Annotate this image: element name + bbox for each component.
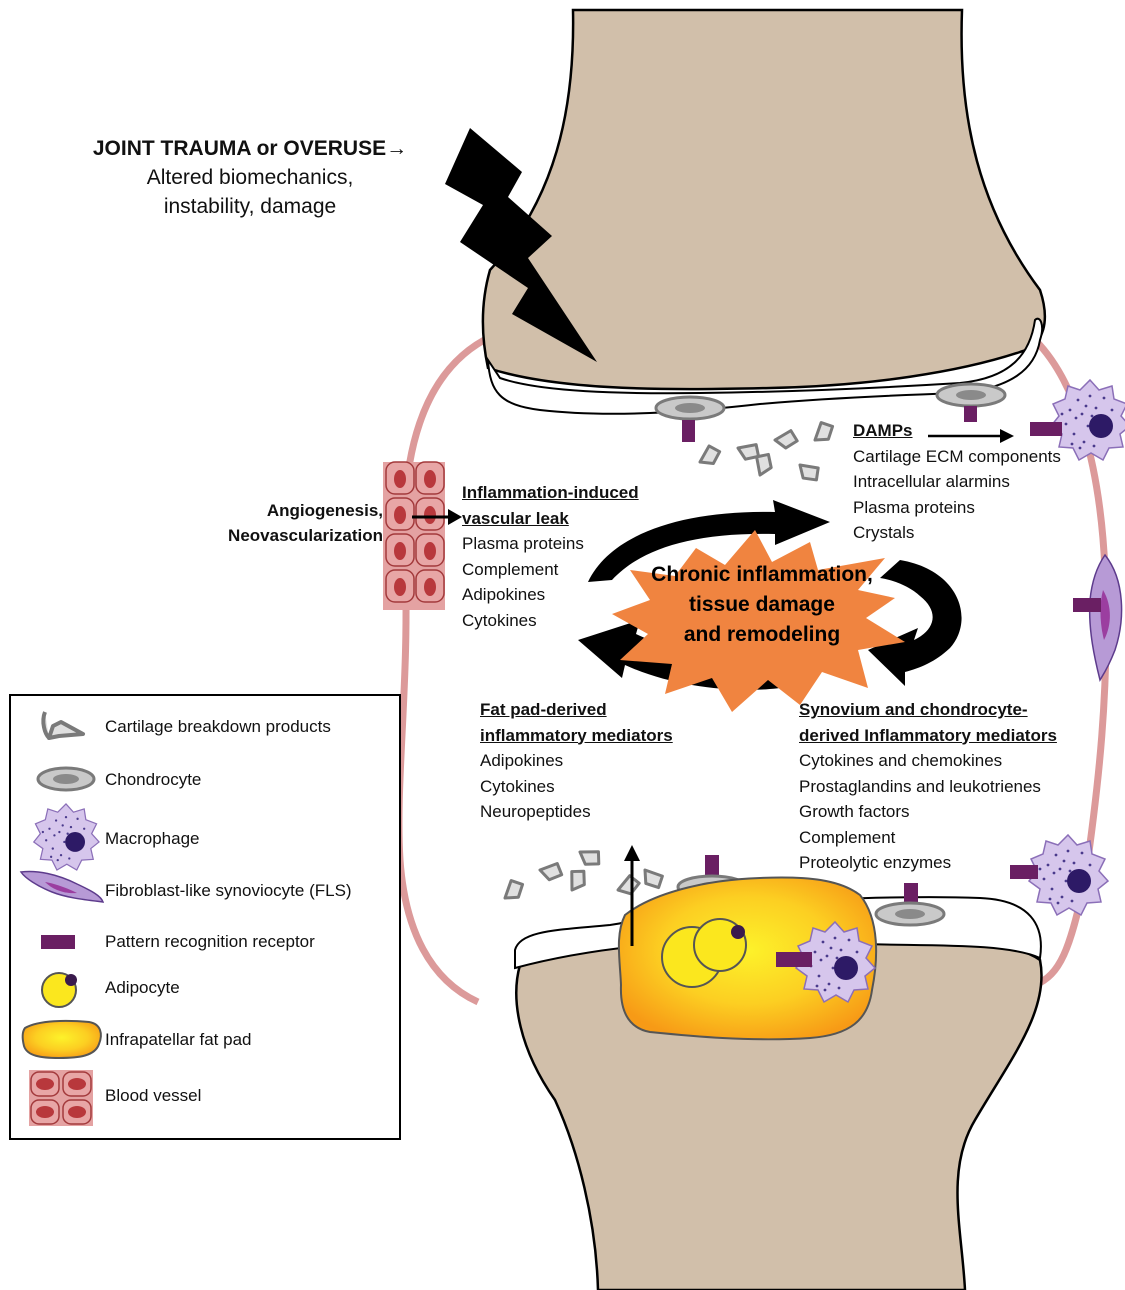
fibroblast-icon [17,864,105,906]
legend: Cartilage breakdown products Chondrocyte… [9,694,401,1140]
fibroblast-synoviocyte [1090,555,1122,680]
receptor-icon [776,952,812,967]
fat-pad-mediators-block: Fat pad-derived inflammatory mediators A… [480,697,673,825]
fat-pad-item: Adipokines [480,748,673,774]
legend-label: Fibroblast-like synoviocyte (FLS) [105,881,352,901]
macrophage-icon [31,802,101,872]
joint-trauma-label: JOINT TRAUMA or OVERUSE→ Altered biomech… [60,134,440,221]
damps-item: Intracellular alarmins [853,469,1061,495]
damps-item: Cartilage ECM components [853,444,1061,470]
legend-label: Chondrocyte [105,770,201,790]
fat-pad-title2: inflammatory mediators [480,723,673,749]
synovium-item: Complement [799,825,1057,851]
vascular-leak-item: Plasma proteins [462,531,639,557]
damps-item: Crystals [853,520,1061,546]
damps-block: DAMPs Cartilage ECM components Intracell… [853,418,1061,546]
center-line1: Chronic inflammation, [612,560,912,590]
angiogenesis-line2: Neovascularization [140,523,383,548]
chondrocyte-icon [33,764,99,794]
chondrocyte-top-right [937,384,1005,406]
trauma-line1: Altered biomechanics, [60,163,440,192]
center-line3: and remodeling [612,620,912,650]
legend-label: Macrophage [105,829,200,849]
legend-label: Adipocyte [105,978,180,998]
fat-pad-item: Cytokines [480,774,673,800]
receptor-icon [39,932,79,952]
chondrocyte-top-left [656,397,724,419]
trauma-arrow-icon: → [386,137,407,160]
angiogenesis-label: Angiogenesis, Neovascularization [140,498,383,548]
cartilage-fragments-top [696,419,837,486]
chondrocyte-bottom-right [876,903,944,925]
center-line2: tissue damage [612,590,912,620]
synovium-item: Proteolytic enzymes [799,850,1057,876]
vascular-leak-title2: vascular leak [462,506,639,532]
cartilage-fragment-icon [39,708,93,744]
synovial-membrane [399,336,492,1002]
receptor-icon [705,855,719,877]
fat-pad-title1: Fat pad-derived [480,697,673,723]
damps-item: Plasma proteins [853,495,1061,521]
adipocyte-icon [694,919,746,971]
trauma-line2: instability, damage [60,192,440,221]
synovium-item: Growth factors [799,799,1057,825]
cartilage-fragments-bottom [499,843,666,903]
macrophage-top-right [1051,380,1125,460]
synovium-title2: derived Inflammatory mediators [799,723,1057,749]
damps-title: DAMPs [853,418,1061,444]
legend-label: Infrapatellar fat pad [105,1030,251,1050]
adipocyte-icon [37,966,83,1012]
chronic-inflammation-label: Chronic inflammation, tissue damage and … [612,560,912,650]
receptor-icon [682,420,695,442]
synovium-mediators-block: Synovium and chondrocyte- derived Inflam… [799,697,1057,876]
legend-label: Blood vessel [105,1086,201,1106]
blood-vessel-icon [27,1068,97,1128]
synovium-item: Cytokines and chemokines [799,748,1057,774]
fat-pad-icon [19,1016,105,1062]
synovium-title1: Synovium and chondrocyte- [799,697,1057,723]
fat-pad-item: Neuropeptides [480,799,673,825]
legend-label: Cartilage breakdown products [105,717,331,737]
blood-vessel [383,462,445,610]
receptor-icon [1073,598,1101,612]
joint-trauma-title: JOINT TRAUMA or OVERUSE [93,137,386,160]
legend-label: Pattern recognition receptor [105,932,315,952]
synovium-item: Prostaglandins and leukotrienes [799,774,1057,800]
receptor-icon [904,883,918,903]
angiogenesis-line1: Angiogenesis, [140,498,383,523]
vascular-leak-title1: Inflammation-induced [462,480,639,506]
